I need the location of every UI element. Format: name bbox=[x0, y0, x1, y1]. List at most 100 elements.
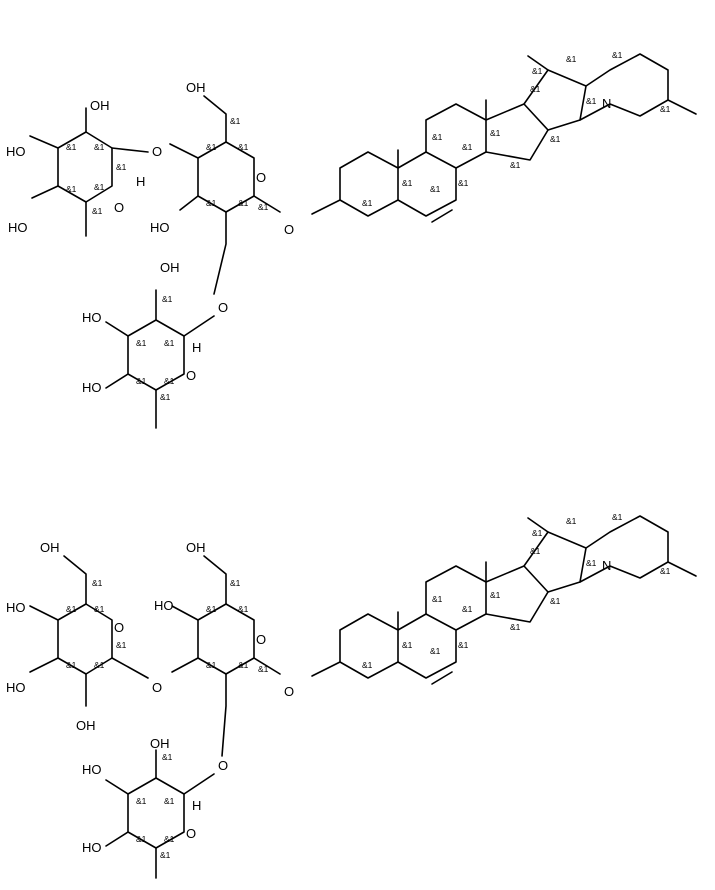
hydroxyl-label: OH bbox=[76, 718, 96, 733]
stereo-descriptor: &1 bbox=[362, 660, 373, 670]
oxygen-label: O bbox=[256, 632, 266, 647]
stereo-descriptor: &1 bbox=[238, 198, 249, 208]
hydroxyl-label: HO bbox=[6, 600, 26, 615]
stereo-descriptor: &1 bbox=[490, 128, 501, 138]
stereo-descriptor: &1 bbox=[162, 752, 173, 762]
stereo-descriptor: &1 bbox=[462, 604, 473, 614]
rhamnose-bottom bbox=[105, 749, 215, 879]
oxygen-label: O bbox=[256, 170, 266, 185]
hydroxyl-label: HO bbox=[6, 144, 26, 159]
stereo-descriptor: &1 bbox=[612, 50, 623, 60]
stereo-descriptor: &1 bbox=[116, 162, 127, 172]
stereo-descriptor: &1 bbox=[66, 604, 77, 614]
stereo-descriptor: &1 bbox=[586, 96, 597, 106]
stereo-descriptor: &1 bbox=[116, 640, 127, 650]
stereo-descriptor: &1 bbox=[432, 132, 443, 142]
nitrogen-label: N bbox=[602, 558, 611, 573]
oxygen-label: O bbox=[218, 300, 228, 315]
molecule-bottom bbox=[29, 515, 697, 879]
oxygen-label: O bbox=[114, 620, 124, 635]
hydroxyl-label: HO bbox=[154, 598, 174, 613]
hydrogen-label: H bbox=[136, 174, 145, 189]
hydrogen-label: H bbox=[192, 798, 201, 813]
stereo-descriptor: &1 bbox=[530, 84, 541, 94]
hydroxyl-label: OH bbox=[90, 98, 110, 113]
stereo-descriptor: &1 bbox=[432, 594, 443, 604]
stereo-descriptor: &1 bbox=[66, 142, 77, 152]
aglycone-bottom bbox=[311, 515, 697, 685]
stereo-descriptor: &1 bbox=[160, 850, 171, 860]
stereo-descriptor: &1 bbox=[490, 590, 501, 600]
stereo-descriptor: &1 bbox=[430, 184, 441, 194]
stereo-descriptor: &1 bbox=[136, 834, 147, 844]
stereo-descriptor: &1 bbox=[566, 54, 577, 64]
stereo-descriptor: &1 bbox=[92, 578, 103, 588]
stereo-descriptor: &1 bbox=[94, 142, 105, 152]
stereo-descriptor: &1 bbox=[510, 160, 521, 170]
oxygen-label: O bbox=[284, 222, 294, 237]
nitrogen-label: N bbox=[602, 96, 611, 111]
stereo-descriptor: &1 bbox=[430, 646, 441, 656]
stereo-descriptor: &1 bbox=[532, 66, 543, 76]
stereo-descriptor: &1 bbox=[230, 578, 241, 588]
stereo-descriptor: &1 bbox=[238, 142, 249, 152]
stereo-descriptor: &1 bbox=[164, 338, 175, 348]
rhamnose-top-left bbox=[29, 107, 149, 237]
rhamnose-top-bottom bbox=[105, 289, 215, 429]
stereo-descriptor: &1 bbox=[258, 664, 269, 674]
stereo-descriptor: &1 bbox=[458, 640, 469, 650]
stereo-descriptor: &1 bbox=[660, 104, 671, 114]
stereo-descriptor: &1 bbox=[230, 116, 241, 126]
stereo-descriptor: &1 bbox=[612, 512, 623, 522]
stereo-descriptor: &1 bbox=[258, 202, 269, 212]
stereo-descriptor: &1 bbox=[402, 178, 413, 188]
glucose-bottom bbox=[171, 555, 281, 757]
stereo-descriptor: &1 bbox=[206, 142, 217, 152]
hydroxyl-label: OH bbox=[186, 80, 206, 95]
molecule-top bbox=[29, 53, 697, 429]
stereo-descriptor: &1 bbox=[94, 604, 105, 614]
stereo-descriptor: &1 bbox=[206, 198, 217, 208]
stereo-descriptor: &1 bbox=[66, 660, 77, 670]
stereo-descriptor: &1 bbox=[164, 796, 175, 806]
oxygen-label: O bbox=[152, 680, 162, 695]
stereo-descriptor: &1 bbox=[510, 622, 521, 632]
stereo-descriptor: &1 bbox=[566, 516, 577, 526]
oxygen-label: O bbox=[114, 200, 124, 215]
stereo-descriptor: &1 bbox=[92, 206, 103, 216]
stereo-descriptor: &1 bbox=[94, 660, 105, 670]
oxygen-label: O bbox=[284, 684, 294, 699]
stereo-descriptor: &1 bbox=[238, 660, 249, 670]
stereo-descriptor: &1 bbox=[206, 660, 217, 670]
glucose-top bbox=[169, 95, 281, 295]
hydroxyl-label: OH bbox=[160, 260, 180, 275]
stereo-descriptor: &1 bbox=[660, 566, 671, 576]
stereo-descriptor: &1 bbox=[586, 558, 597, 568]
hydroxyl-label: HO bbox=[82, 840, 102, 855]
stereo-descriptor: &1 bbox=[532, 528, 543, 538]
glucose-bottom-left bbox=[29, 555, 149, 707]
aglycone-top bbox=[311, 53, 697, 223]
stereo-descriptor: &1 bbox=[530, 546, 541, 556]
hydroxyl-label: HO bbox=[150, 220, 170, 235]
stereo-descriptor: &1 bbox=[206, 604, 217, 614]
stereo-descriptor: &1 bbox=[362, 198, 373, 208]
stereo-descriptor: &1 bbox=[66, 184, 77, 194]
stereo-descriptor: &1 bbox=[458, 178, 469, 188]
stereo-descriptor: &1 bbox=[164, 834, 175, 844]
hydroxyl-label: OH bbox=[40, 540, 60, 555]
hydrogen-label: H bbox=[192, 340, 201, 355]
stereo-descriptor: &1 bbox=[162, 294, 173, 304]
stereo-descriptor: &1 bbox=[94, 182, 105, 192]
stereo-descriptor: &1 bbox=[164, 376, 175, 386]
stereo-descriptor: &1 bbox=[136, 796, 147, 806]
hydroxyl-label: HO bbox=[82, 310, 102, 325]
hydroxyl-label: HO bbox=[6, 680, 26, 695]
stereo-descriptor: &1 bbox=[238, 604, 249, 614]
hydroxyl-label: OH bbox=[150, 736, 170, 751]
stereo-descriptor: &1 bbox=[462, 142, 473, 152]
stereo-descriptor: &1 bbox=[136, 376, 147, 386]
